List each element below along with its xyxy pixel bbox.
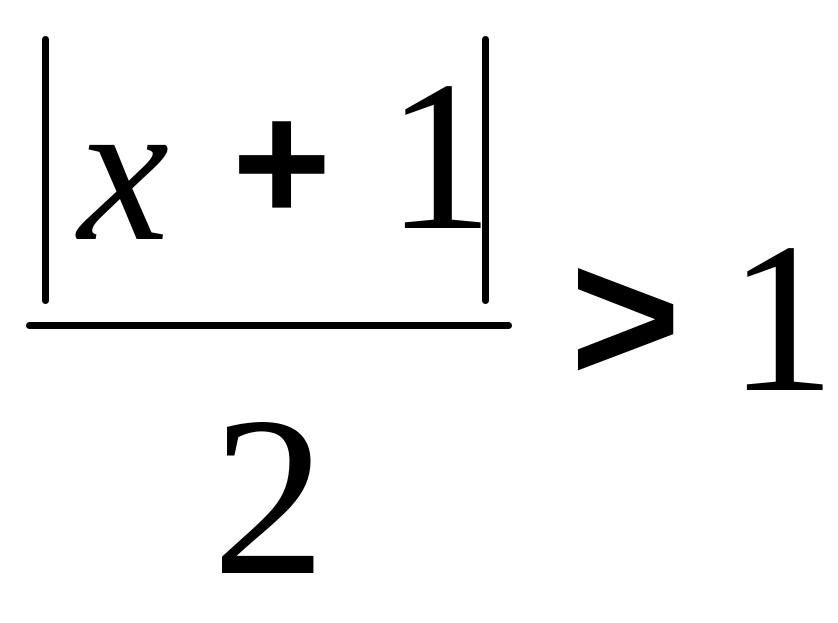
numerator-constant: 1 — [386, 36, 494, 275]
absolute-value-left-bar — [42, 36, 49, 304]
greater-than-sign: > — [570, 211, 681, 423]
numerator-variable: x — [78, 57, 169, 284]
math-expression: x + 1 2 > 1 — [26, 36, 836, 611]
absolute-value-right-bar — [482, 36, 489, 304]
fraction-line — [26, 322, 512, 329]
right-side-value: 1 — [728, 198, 836, 437]
denominator: 2 — [212, 371, 326, 623]
plus-sign: + — [232, 68, 332, 258]
